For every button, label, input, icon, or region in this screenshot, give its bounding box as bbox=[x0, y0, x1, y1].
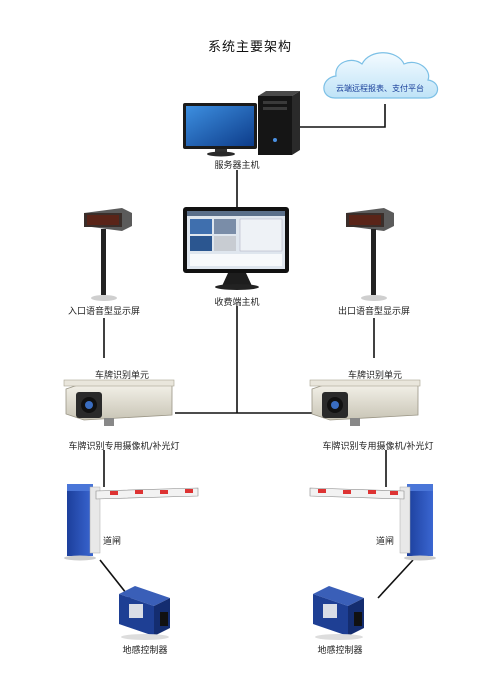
plate-unit-left-label: 车牌识别单元 bbox=[94, 371, 150, 381]
toll-host-monitor-icon bbox=[183, 207, 289, 290]
toll-host-label: 收费端主机 bbox=[214, 298, 260, 308]
cloud-icon bbox=[323, 52, 439, 99]
connection-lines bbox=[99, 104, 414, 599]
plate-unit-right-label: 车牌识别单元 bbox=[347, 371, 403, 381]
line-gate-loop-right bbox=[377, 559, 414, 599]
camera-left-label: 车牌识别专用摄像机/补光灯 bbox=[68, 442, 180, 452]
cloud-platform-label: 云端远程报表、支付平台 bbox=[336, 84, 424, 93]
loop-detector-right-icon bbox=[313, 586, 364, 640]
server-monitor-icon bbox=[183, 103, 257, 157]
loop-right-label: 地感控制器 bbox=[317, 646, 363, 656]
camera-right-icon bbox=[309, 379, 421, 426]
diagram-title: 系统主要架构 bbox=[207, 40, 293, 55]
camera-left-icon bbox=[63, 379, 175, 426]
loop-left-label: 地感控制器 bbox=[122, 646, 168, 656]
gate-left-label: 道闸 bbox=[102, 537, 122, 547]
entry-display-icon bbox=[84, 208, 132, 301]
camera-right-label: 车牌识别专用摄像机/补光灯 bbox=[322, 442, 434, 452]
server-label: 服务器主机 bbox=[214, 161, 260, 171]
server-tower-icon bbox=[258, 91, 300, 155]
entry-display-label: 入口语音型显示屏 bbox=[67, 307, 141, 317]
line-server-cloud bbox=[298, 104, 386, 128]
barrier-gate-left-icon bbox=[64, 484, 199, 561]
gate-right-label: 道闸 bbox=[375, 537, 395, 547]
loop-detector-left-icon bbox=[119, 586, 170, 640]
barrier-gate-right-icon bbox=[309, 484, 436, 561]
exit-display-icon bbox=[346, 208, 394, 301]
exit-display-label: 出口语音型显示屏 bbox=[337, 307, 411, 317]
